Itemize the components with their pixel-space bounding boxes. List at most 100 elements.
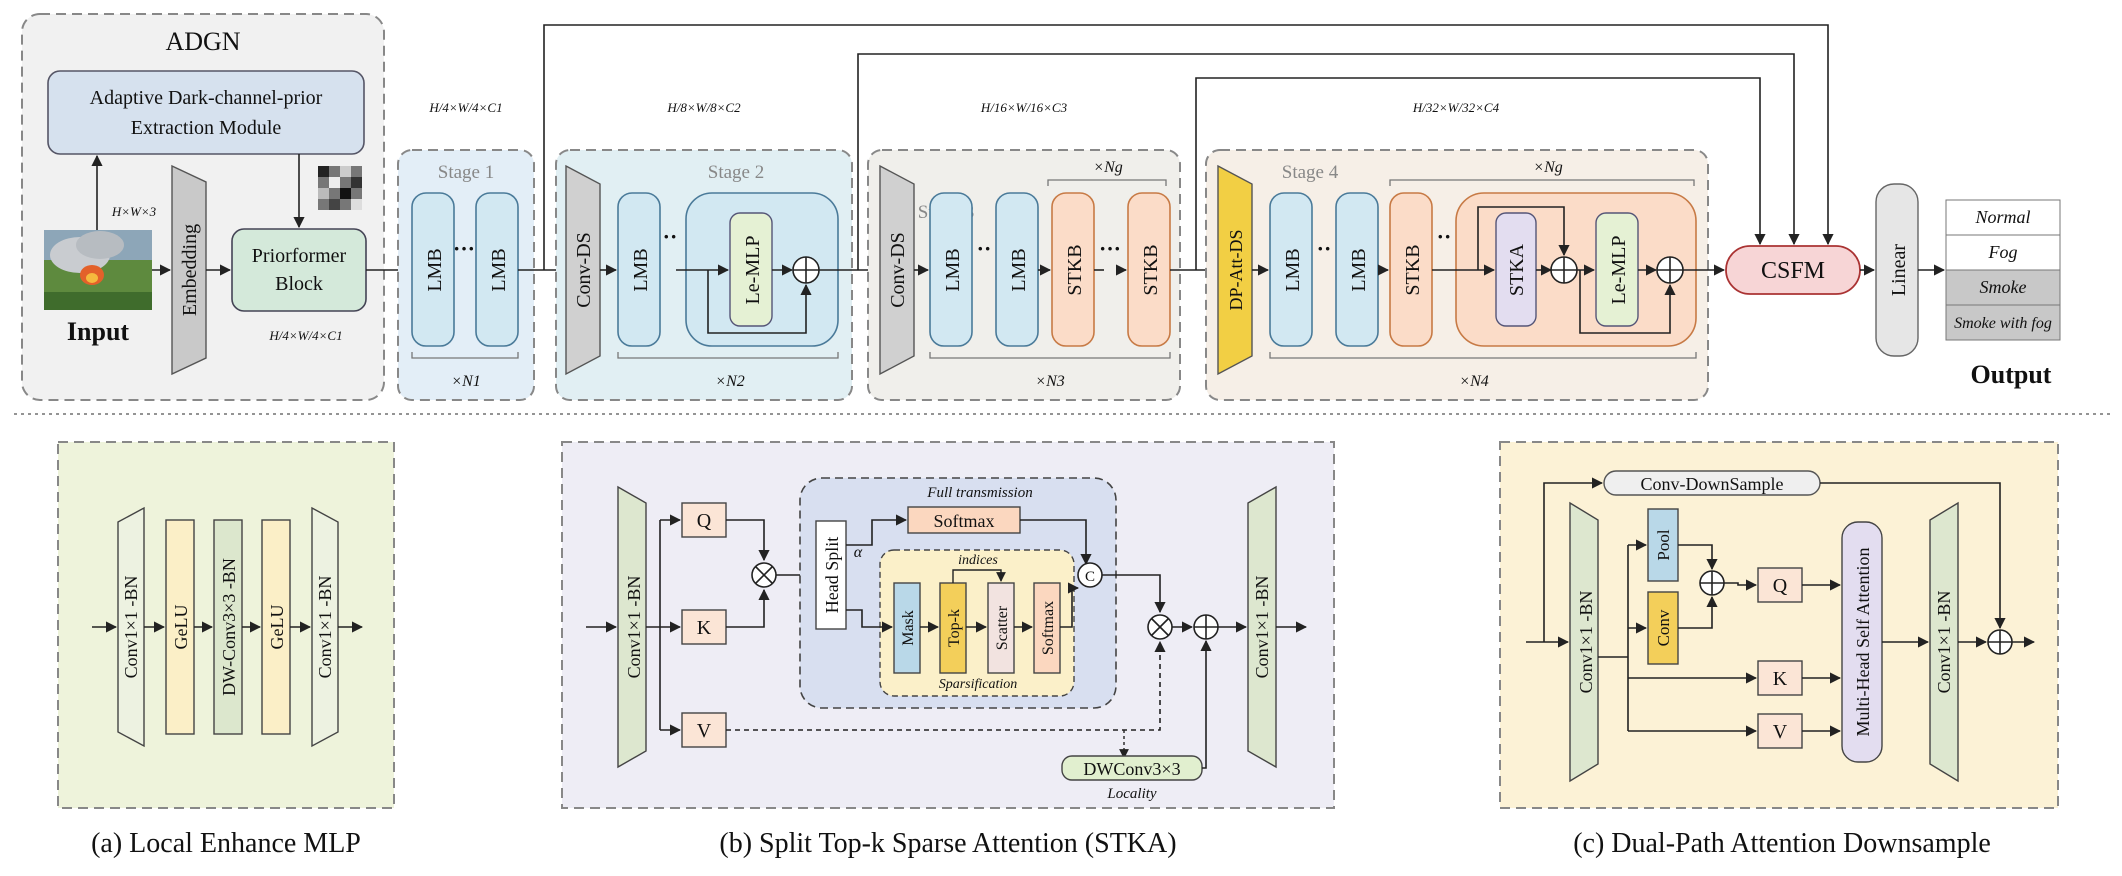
panel-b-indices-label: indices	[958, 553, 998, 568]
svg-text:V: V	[697, 720, 712, 742]
stage3-brace	[929, 352, 1171, 359]
stage4-stka-label: STKA	[1506, 243, 1528, 296]
panel-b-conv-left	[617, 485, 647, 769]
stage3-lmb-first-label: LMB	[942, 248, 964, 291]
panel-a-conv1	[117, 506, 145, 748]
stage2-le-mlp-label: Le-MLP	[742, 236, 764, 305]
output-class-smoke-with-fog	[1945, 304, 2061, 341]
stage4-brace	[1269, 352, 1697, 359]
stage1-lmb-last-label: LMB	[488, 248, 510, 291]
panel-b-indices-arrow	[952, 569, 1006, 583]
stage2-title: Stage 2	[708, 162, 764, 183]
stage3-repeat: ×N3	[1035, 373, 1064, 390]
input-label: Input	[67, 317, 129, 346]
panel-b-softmax-top	[907, 506, 1021, 534]
svg-text:Conv1×1 -BN: Conv1×1 -BN	[1576, 591, 1596, 694]
panel-c-v	[1757, 713, 1803, 749]
panel-c-conv	[1647, 591, 1679, 665]
stage4-dp-att-ds	[1217, 164, 1253, 376]
panel-c-conv-left	[1569, 501, 1599, 783]
stage3-lmb-last-label: LMB	[1008, 248, 1030, 291]
input-image	[44, 230, 152, 310]
svg-text:Q: Q	[697, 510, 712, 532]
panel-b-conv-right	[1247, 485, 1277, 769]
stage4-dp-att-ds-label: DP-Att-DS	[1226, 229, 1246, 310]
stage4-ng-brace	[1389, 179, 1695, 186]
panel-c-fork	[1598, 545, 1629, 731]
svg-text:DW-Conv3×3 -BN: DW-Conv3×3 -BN	[219, 558, 239, 696]
svg-text:Multi-Head Self Attention: Multi-Head Self Attention	[1853, 548, 1873, 737]
dark-channel-module	[47, 70, 365, 155]
panel-c-conv-right	[1929, 501, 1959, 783]
panel-b-head-split	[815, 520, 847, 630]
stage3-ellipsis-stkb: ···	[1099, 236, 1121, 261]
stage3-conv-ds-label: Conv-DS	[887, 232, 909, 308]
stage1-lmb-first-label: LMB	[424, 248, 446, 291]
embedding-label: Embedding	[179, 224, 201, 316]
stage4-lmb-last-label: LMB	[1348, 248, 1370, 291]
priorformer-line2: Block	[275, 273, 323, 295]
panel-a-conv2	[311, 506, 339, 748]
panel-b-alpha: α	[854, 544, 863, 561]
stage1-lmb-first	[411, 192, 455, 347]
stage2-lmb-label: LMB	[630, 248, 652, 291]
stage4-dim: H/32×W/32×C4	[1412, 100, 1500, 115]
stage3-ng-repeat: ×Ng	[1093, 159, 1122, 176]
panel-b-topk	[939, 582, 967, 674]
panel-a-caption: (a) Local Enhance MLP	[91, 828, 361, 859]
stage2-conv-ds	[565, 164, 601, 376]
stage4-lmb-first-label: LMB	[1282, 248, 1304, 291]
csfm-label: CSFM	[1761, 258, 1825, 284]
panel-b-v	[681, 712, 727, 748]
stage4-residual-1	[1477, 206, 1570, 270]
stage4-ng-repeat: ×Ng	[1533, 159, 1562, 176]
skip-stage1-to-csfm	[543, 24, 1834, 270]
stage4-residual-2	[1579, 270, 1676, 334]
panel-b-caption: (b) Split Top-k Sparse Attention (STKA)	[719, 828, 1176, 859]
stage2-residual	[707, 270, 812, 334]
output-label: Output	[1971, 360, 2052, 389]
svg-text:V: V	[1773, 721, 1788, 743]
svg-text:GeLU: GeLU	[171, 605, 191, 650]
stage3-stkb-first-label: STKB	[1064, 244, 1086, 295]
stage3-stkb-last-label: STKB	[1140, 244, 1162, 295]
svg-text:GeLU: GeLU	[267, 605, 287, 650]
svg-text:Mask: Mask	[900, 610, 917, 646]
embedding-block	[171, 164, 207, 376]
panel-b-full-transmission-label: Full transmission	[926, 485, 1032, 501]
priorformer-block	[231, 228, 367, 312]
panel-b-locality: Locality	[1106, 786, 1157, 802]
svg-text:Conv1×1 -BN: Conv1×1 -BN	[1252, 576, 1272, 679]
stage3-dim: H/16×W/16×C3	[980, 100, 1068, 115]
svg-text:Softmax: Softmax	[934, 511, 995, 531]
stage3-ellipsis-lmb: ··	[977, 236, 992, 261]
stage2-ellipsis: ··	[663, 224, 678, 249]
stage3-conv-ds	[879, 164, 915, 376]
svg-text:Conv1×1 -BN: Conv1×1 -BN	[315, 576, 335, 679]
svg-text:C: C	[1085, 569, 1095, 585]
svg-text:Conv-DownSample: Conv-DownSample	[1641, 474, 1784, 494]
dark-channel-texture-icon	[318, 166, 362, 210]
svg-text:Normal: Normal	[1974, 207, 2030, 227]
priorformer-dim: H/4×W/4×C1	[268, 328, 342, 343]
svg-text:Conv1×1 -BN: Conv1×1 -BN	[121, 576, 141, 679]
svg-text:Scatter: Scatter	[994, 605, 1011, 650]
svg-text:Top-k: Top-k	[946, 609, 963, 647]
input-dim: H×W×3	[111, 204, 157, 219]
stage4-lmb-first	[1269, 192, 1313, 347]
stage2-brace	[617, 352, 839, 359]
svg-text:Conv: Conv	[1654, 609, 1673, 646]
stage4-title: Stage 4	[1282, 162, 1339, 183]
stage3-lmb-first	[929, 192, 973, 347]
panel-b-qkv-fork	[646, 520, 661, 730]
panel-b-scatter	[987, 582, 1015, 674]
adgn-title: ADGN	[165, 27, 240, 56]
svg-text:Smoke: Smoke	[1980, 277, 2027, 297]
svg-text:Smoke with fog: Smoke with fog	[1954, 315, 2052, 332]
panel-c-caption: (c) Dual-Path Attention Downsample	[1573, 828, 1991, 859]
stage2-conv-ds-label: Conv-DS	[573, 232, 595, 308]
stage1-repeat: ×N1	[451, 373, 480, 390]
stage4-ellipsis-lmb: ··	[1317, 236, 1332, 261]
stage1-dim: H/4×W/4×C1	[428, 100, 502, 115]
